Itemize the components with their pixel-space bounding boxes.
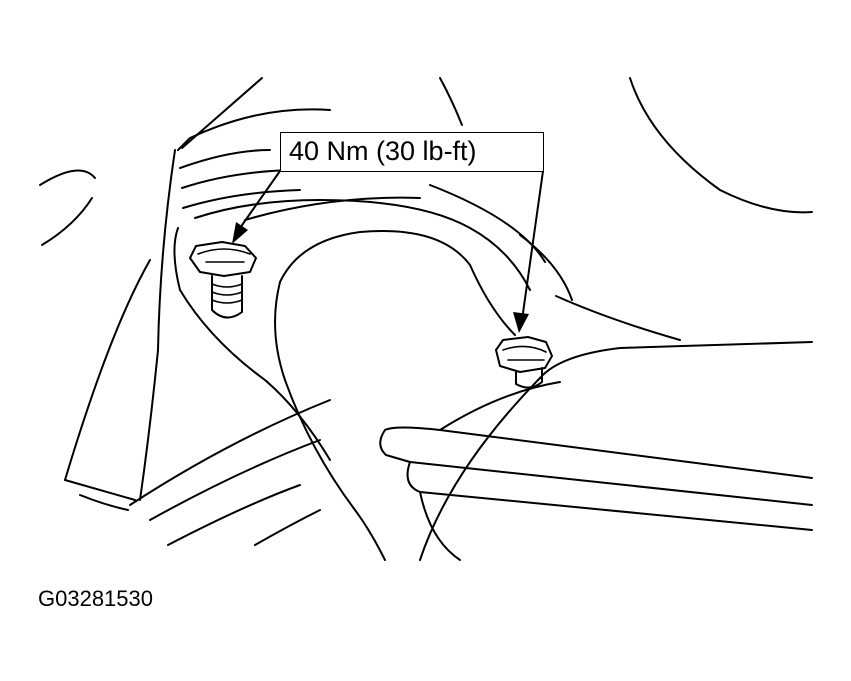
torque-spec-label: 40 Nm (30 lb-ft) (289, 136, 477, 166)
left-stud-nut (189, 241, 257, 319)
callout-leaders (239, 170, 544, 321)
right-stud-nut (495, 336, 553, 389)
exhaust-pipe (129, 341, 813, 561)
left-arrowhead (232, 222, 248, 244)
background-structure (39, 77, 813, 511)
exhaust-flange (173, 199, 531, 561)
torque-callout-box (280, 132, 544, 172)
figure-id-label: G03281530 (38, 586, 153, 611)
right-arrowhead (513, 312, 529, 333)
